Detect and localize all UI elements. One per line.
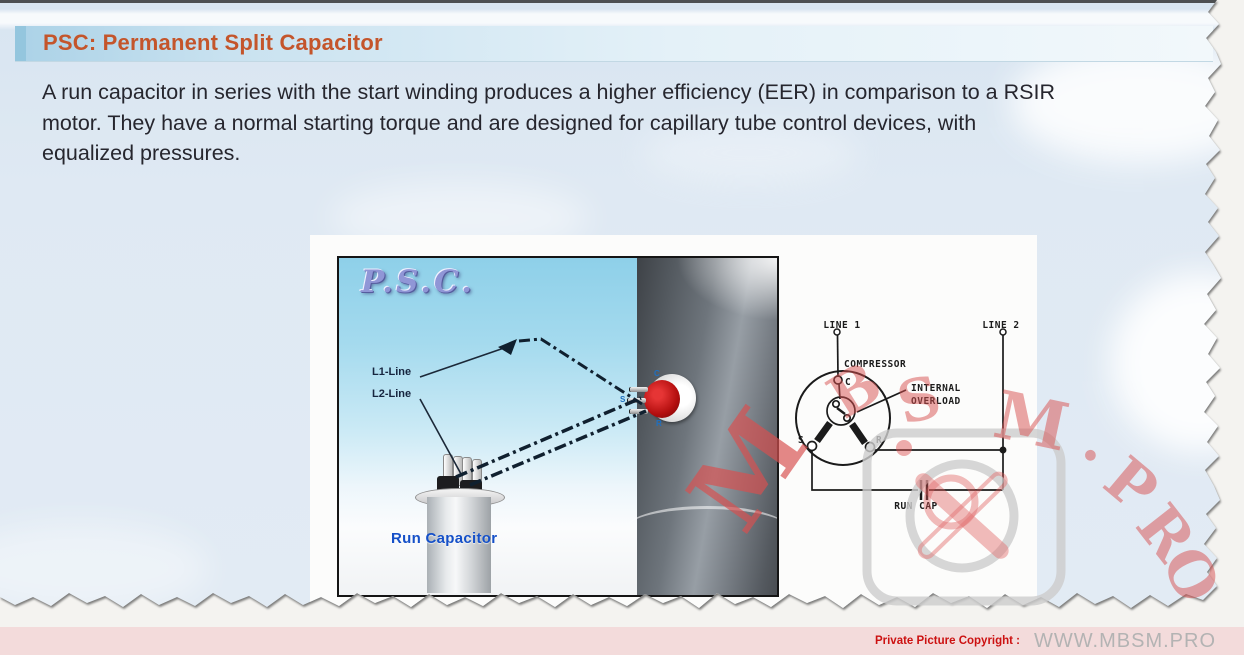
internal-label: INTERNAL bbox=[911, 383, 961, 394]
copyright-label: Private Picture Copyright : bbox=[874, 635, 1021, 647]
copyright-site: WWW.MBSM.PRO bbox=[1034, 629, 1216, 652]
psc-logo: P.S.C. bbox=[361, 264, 475, 300]
l1-line-label: L1-Line bbox=[372, 366, 412, 378]
compressor-label: COMPRESSOR bbox=[844, 359, 906, 370]
overload-contact bbox=[842, 413, 852, 423]
body-line-1: A run capacitor in series with the start… bbox=[42, 80, 1055, 104]
overload-pointer bbox=[856, 389, 907, 413]
compressor-photo bbox=[627, 258, 777, 595]
torn-paper-page: PSC: Permanent Split Capacitor A run cap… bbox=[0, 0, 1221, 608]
plug-red-core bbox=[644, 380, 680, 418]
page-title: PSC: Permanent Split Capacitor bbox=[43, 30, 383, 55]
line1-node bbox=[833, 328, 841, 336]
cloud bbox=[1110, 273, 1221, 453]
l1-pointer-line bbox=[419, 346, 508, 378]
run-capacitor-label: Run Capacitor bbox=[391, 530, 498, 547]
compressor-plug: C S R bbox=[620, 369, 702, 433]
line1-wire bbox=[836, 334, 839, 377]
figure-panel: P.S.C. Run Capacitor C bbox=[310, 235, 1037, 608]
plug-terminal-s: S bbox=[620, 395, 626, 404]
plug-pin bbox=[630, 409, 648, 414]
l1-dashdot-wire bbox=[518, 337, 643, 406]
wiring-lines bbox=[419, 337, 647, 487]
terminal-c-label: C bbox=[845, 377, 851, 388]
cloud bbox=[640, 123, 860, 183]
circuit-schematic: LINE 1 LINE 2 COMPRESSOR INTERNAL OVERLO… bbox=[795, 320, 1019, 512]
compressor-circle bbox=[795, 370, 891, 466]
arrow-head-icon bbox=[498, 339, 517, 355]
terminal-s-circle bbox=[806, 440, 818, 452]
body-line-3: equalized pressures. bbox=[42, 141, 241, 165]
cap-dashdot-wire-upper bbox=[455, 396, 642, 479]
line2-label: LINE 2 bbox=[982, 320, 1019, 331]
psc-photo-panel: P.S.C. Run Capacitor C bbox=[337, 256, 779, 597]
start-loop-wire bbox=[811, 451, 1003, 491]
junction-dot bbox=[999, 446, 1007, 454]
cloud bbox=[1010, 43, 1221, 163]
line1-label: LINE 1 bbox=[823, 320, 860, 331]
run-cap-label: RUN CAP bbox=[894, 501, 938, 512]
terminal-r-label: R bbox=[876, 435, 882, 446]
l2-pointer-line bbox=[419, 398, 462, 475]
body-line-2: motor. They have a normal starting torqu… bbox=[42, 110, 977, 135]
terminal-r-circle bbox=[864, 441, 876, 453]
terminal-s-label: S bbox=[798, 435, 804, 446]
plug-terminal-r: R bbox=[656, 419, 662, 428]
cloud bbox=[0, 523, 210, 608]
plug-terminal-c: C bbox=[654, 369, 660, 378]
l2-line-label: L2-Line bbox=[372, 388, 412, 400]
terminal-c-circle bbox=[833, 375, 843, 385]
start-winding bbox=[814, 420, 833, 444]
compressor-highlight-arc bbox=[627, 506, 777, 589]
internal-overload-circle bbox=[826, 396, 856, 426]
title-bar: PSC: Permanent Split Capacitor bbox=[15, 26, 1213, 62]
plug-pin bbox=[630, 387, 648, 392]
run-capacitor-body bbox=[427, 497, 491, 593]
overload-bridge bbox=[836, 407, 846, 415]
overload-label: OVERLOAD bbox=[911, 396, 961, 407]
run-winding bbox=[849, 422, 868, 445]
overload-contact bbox=[831, 399, 841, 409]
footer-bar: Private Picture Copyright : WWW.MBSM.PRO bbox=[0, 627, 1244, 655]
cap-dashdot-wire-lower bbox=[469, 409, 647, 487]
body-paragraph: A run capacitor in series with the start… bbox=[42, 77, 1192, 169]
